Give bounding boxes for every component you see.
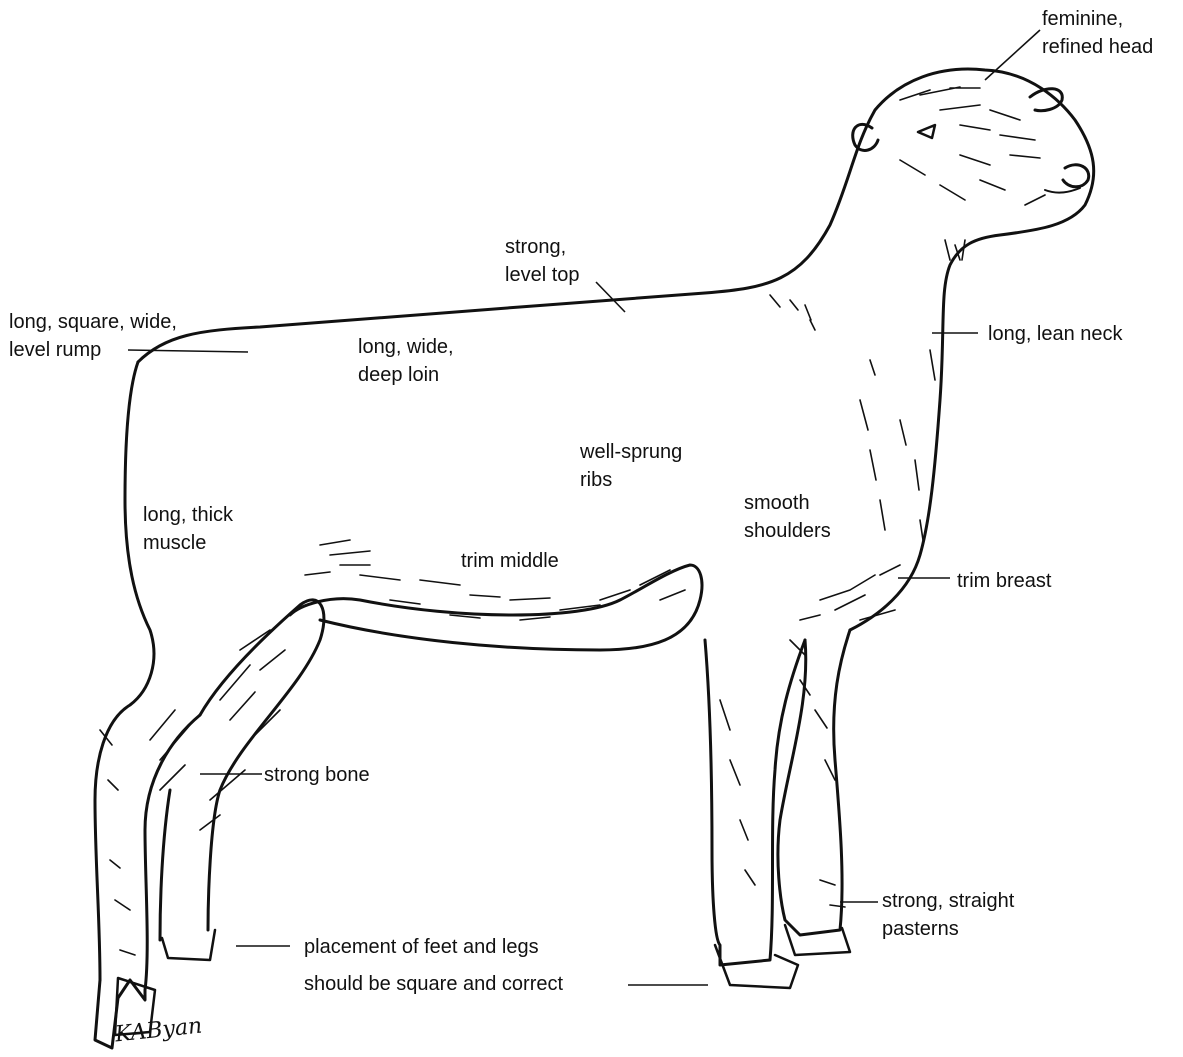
label-feet-line2: should be square and correct xyxy=(304,970,563,998)
leader-lines xyxy=(128,30,1040,985)
mouth xyxy=(1045,188,1080,193)
front-hoof-rear xyxy=(715,945,798,988)
front-leg-front xyxy=(778,630,850,935)
leader-head xyxy=(985,30,1040,80)
label-head: feminine, refined head xyxy=(1042,5,1153,61)
nose xyxy=(1063,165,1089,187)
wool-hatching xyxy=(100,87,1045,955)
hind-leg-front-back xyxy=(160,790,170,940)
label-top: strong, level top xyxy=(505,233,580,289)
leader-top xyxy=(596,282,625,312)
front-leg-rear xyxy=(705,640,805,965)
label-bone: strong bone xyxy=(264,761,370,789)
label-loin: long, wide, deep loin xyxy=(358,333,454,389)
label-breast: trim breast xyxy=(957,567,1051,595)
body-outline xyxy=(138,69,1094,630)
eye xyxy=(918,125,935,138)
label-muscle: long, thick muscle xyxy=(143,501,233,557)
label-neck: long, lean neck xyxy=(988,320,1123,348)
label-feet-line1: placement of feet and legs xyxy=(304,933,539,961)
hind-hoof-front xyxy=(162,930,215,960)
label-pasterns: strong, straight pasterns xyxy=(882,887,1014,943)
belly-outline xyxy=(290,565,702,650)
label-ribs: well-sprung ribs xyxy=(580,438,682,494)
label-rump: long, square, wide, level rump xyxy=(9,308,177,364)
label-middle: trim middle xyxy=(461,547,559,575)
label-shoulders: smooth shoulders xyxy=(744,489,831,545)
